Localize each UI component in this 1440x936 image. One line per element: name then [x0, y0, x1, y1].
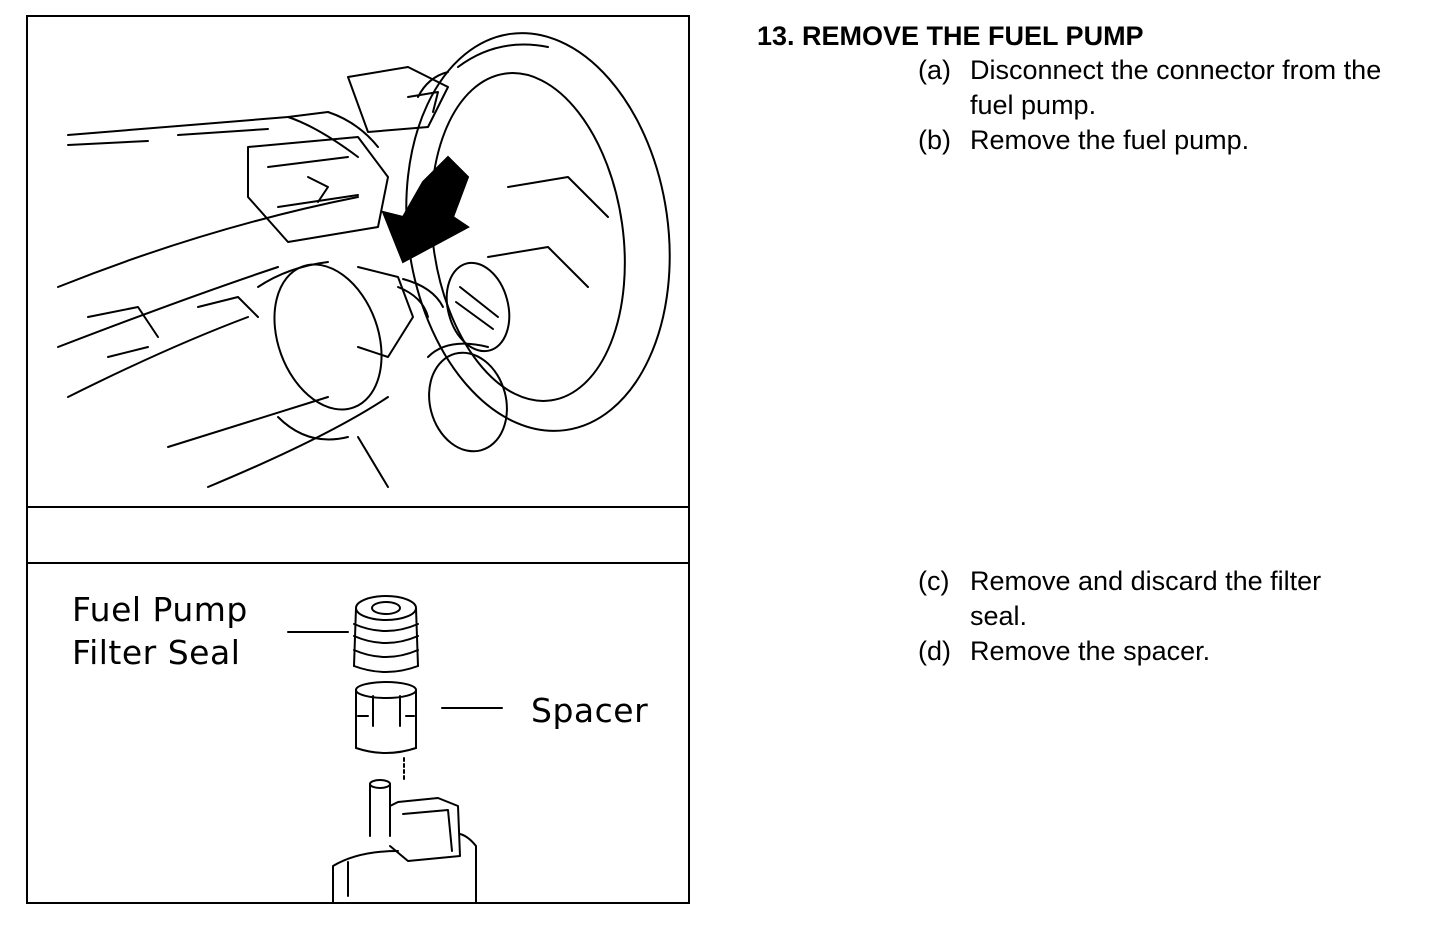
step-text: Remove and discard the filter seal. [970, 566, 1322, 631]
filter-seal-spacer-panel: Fuel Pump Filter Seal Spacer [28, 566, 688, 902]
fuel-pump-filter-seal-label-line2: Filter Seal [72, 633, 241, 672]
step-letter: (b) [918, 125, 951, 155]
connector-illustration-panel [28, 17, 688, 508]
fuel-pump-filter-seal-label-line1: Fuel Pump [72, 590, 248, 629]
step-letter: (c) [918, 566, 950, 596]
filter-seal-spacer-illustration [287, 595, 503, 902]
figure-caption-strip [28, 508, 688, 564]
arrow-down-left-icon [381, 155, 470, 264]
step-b: (b) Remove the fuel pump. [918, 123, 1430, 158]
figure-frame: Fuel Pump Filter Seal Spacer [26, 15, 690, 904]
fuel-pump-connector-illustration [57, 32, 671, 488]
step-d: (d) Remove the spacer. [918, 634, 1430, 669]
step-letter: (d) [918, 636, 951, 666]
step-c: (c) Remove and discard the filter seal. [918, 564, 1380, 634]
step-letter: (a) [918, 55, 951, 85]
step-text: Remove the spacer. [970, 636, 1211, 666]
step-text: Remove the fuel pump. [970, 125, 1250, 155]
step-text: Disconnect the connector from the fuel p… [970, 55, 1382, 120]
section-heading: 13. REMOVE THE FUEL PUMP [757, 21, 1144, 51]
spacer-label: Spacer [531, 691, 649, 730]
step-a: (a) Disconnect the connector from the fu… [918, 53, 1430, 123]
